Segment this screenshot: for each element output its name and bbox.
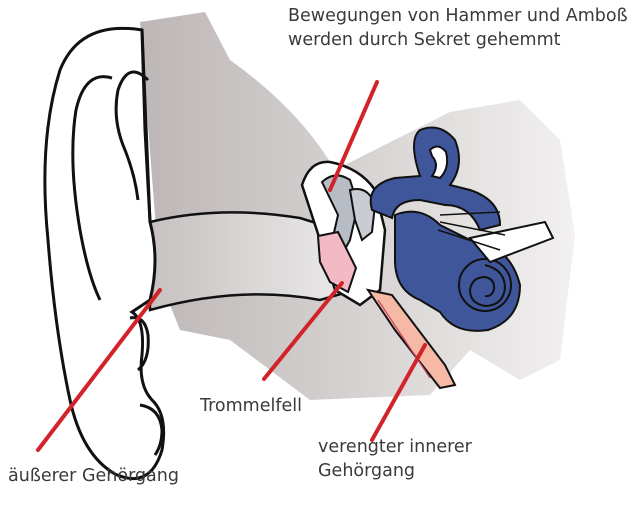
- label-hammer-amboss: Bewegungen von Hammer und Amboß werden d…: [288, 5, 628, 52]
- label-verengter-gehoergang: verengter innerer Gehörgang: [318, 436, 472, 483]
- label-verengter-line2: Gehörgang: [318, 460, 472, 484]
- label-hammer-amboss-line2: werden durch Sekret gehemmt: [288, 29, 628, 53]
- label-trommelfell: Trommelfell: [200, 395, 302, 419]
- label-aeusserer-gehoergang: äußerer Gehörgang: [8, 465, 179, 489]
- label-verengter-line1: verengter innerer: [318, 436, 472, 460]
- label-hammer-amboss-line1: Bewegungen von Hammer und Amboß: [288, 5, 628, 29]
